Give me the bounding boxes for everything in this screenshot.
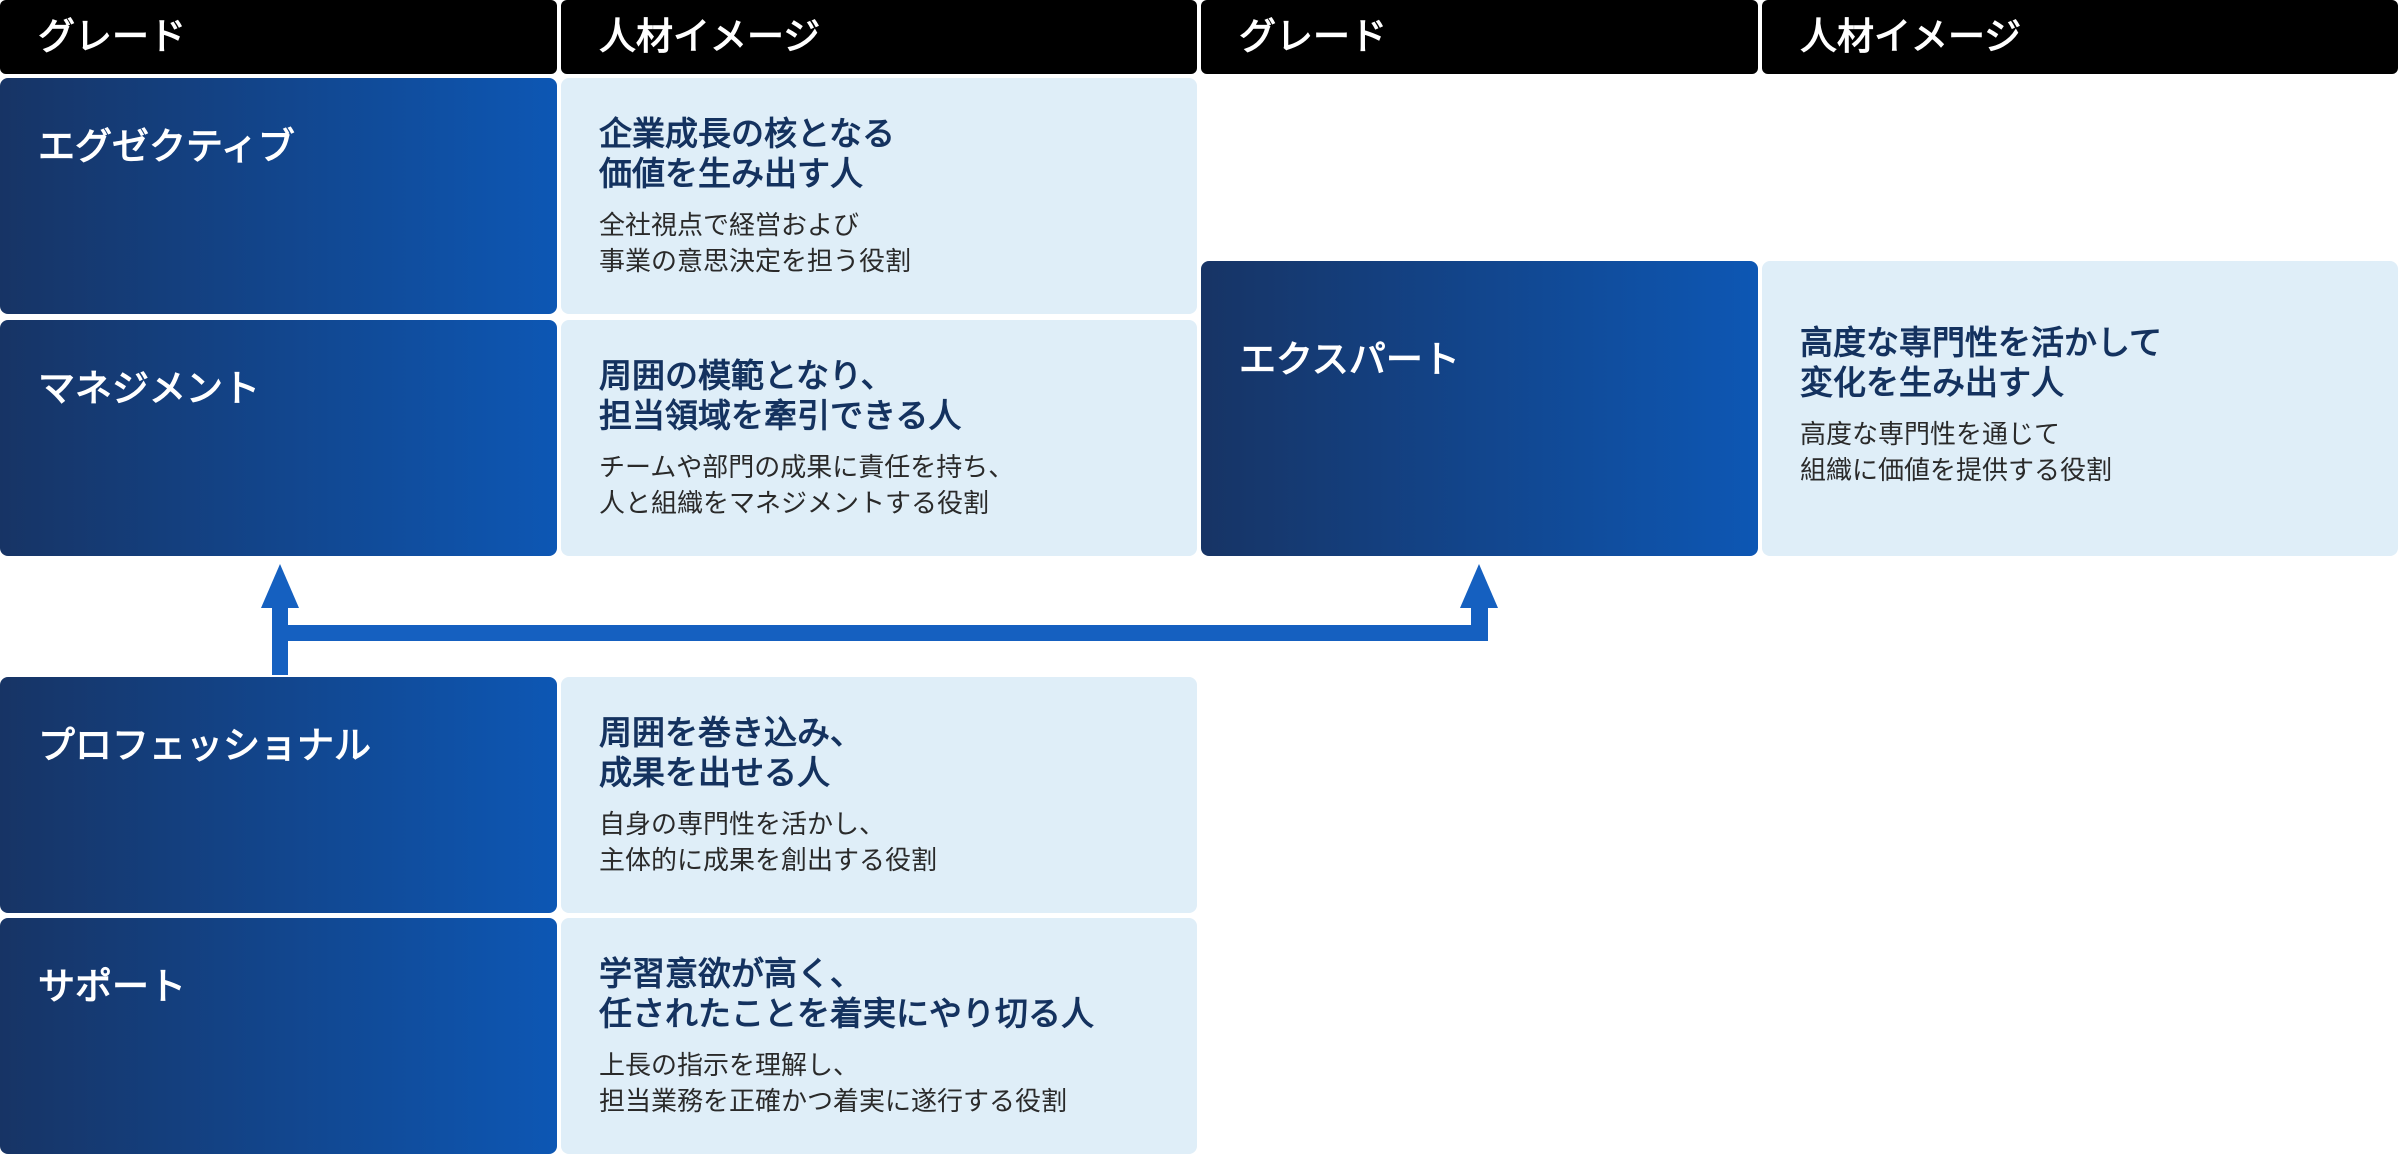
grade-management: マネジメント xyxy=(0,320,557,556)
header-grade-right: グレード xyxy=(1201,0,1758,74)
grade-expert: エクスパート xyxy=(1201,261,1758,556)
grade-professional: プロフェッショナル xyxy=(0,677,557,913)
header-image-left: 人材イメージ xyxy=(561,0,1197,74)
description-body: チームや部門の成果に責任を持ち、 人と組織をマネジメントする役割 xyxy=(599,453,1015,519)
description-body: 高度な専門性を通じて 組織に価値を提供する役割 xyxy=(1800,420,2113,486)
header-grade-left: グレード xyxy=(0,0,557,74)
description-title: 周囲の模範となり、 担当領域を牽引できる人 xyxy=(599,356,962,435)
description-executive: 企業成長の核となる 価値を生み出す人 全社視点で経営および 事業の意思決定を担う… xyxy=(561,78,1197,314)
grade-support: サポート xyxy=(0,918,557,1154)
description-title: 高度な専門性を活かして 変化を生み出す人 xyxy=(1800,323,2163,402)
grade-executive: エグゼクティブ xyxy=(0,78,557,314)
description-expert: 高度な専門性を活かして 変化を生み出す人 高度な専門性を通じて 組織に価値を提供… xyxy=(1762,261,2398,556)
description-title: 企業成長の核となる 価値を生み出す人 xyxy=(599,114,896,193)
description-body: 上長の指示を理解し、 担当業務を正確かつ着実に遂行する役割 xyxy=(599,1051,1068,1117)
description-title: 学習意欲が高く、 任されたことを着実にやり切る人 xyxy=(599,954,1094,1033)
description-title: 周囲を巻き込み、 成果を出せる人 xyxy=(599,713,863,792)
description-professional: 周囲を巻き込み、 成果を出せる人 自身の専門性を活かし、 主体的に成果を創出する… xyxy=(561,677,1197,913)
header-image-right: 人材イメージ xyxy=(1762,0,2398,74)
description-management: 周囲の模範となり、 担当領域を牽引できる人 チームや部門の成果に責任を持ち、 人… xyxy=(561,320,1197,556)
description-body: 自身の専門性を活かし、 主体的に成果を創出する役割 xyxy=(599,810,938,876)
description-body: 全社視点で経営および 事業の意思決定を担う役割 xyxy=(599,211,912,277)
description-support: 学習意欲が高く、 任されたことを着実にやり切る人 上長の指示を理解し、 担当業務… xyxy=(561,918,1197,1154)
